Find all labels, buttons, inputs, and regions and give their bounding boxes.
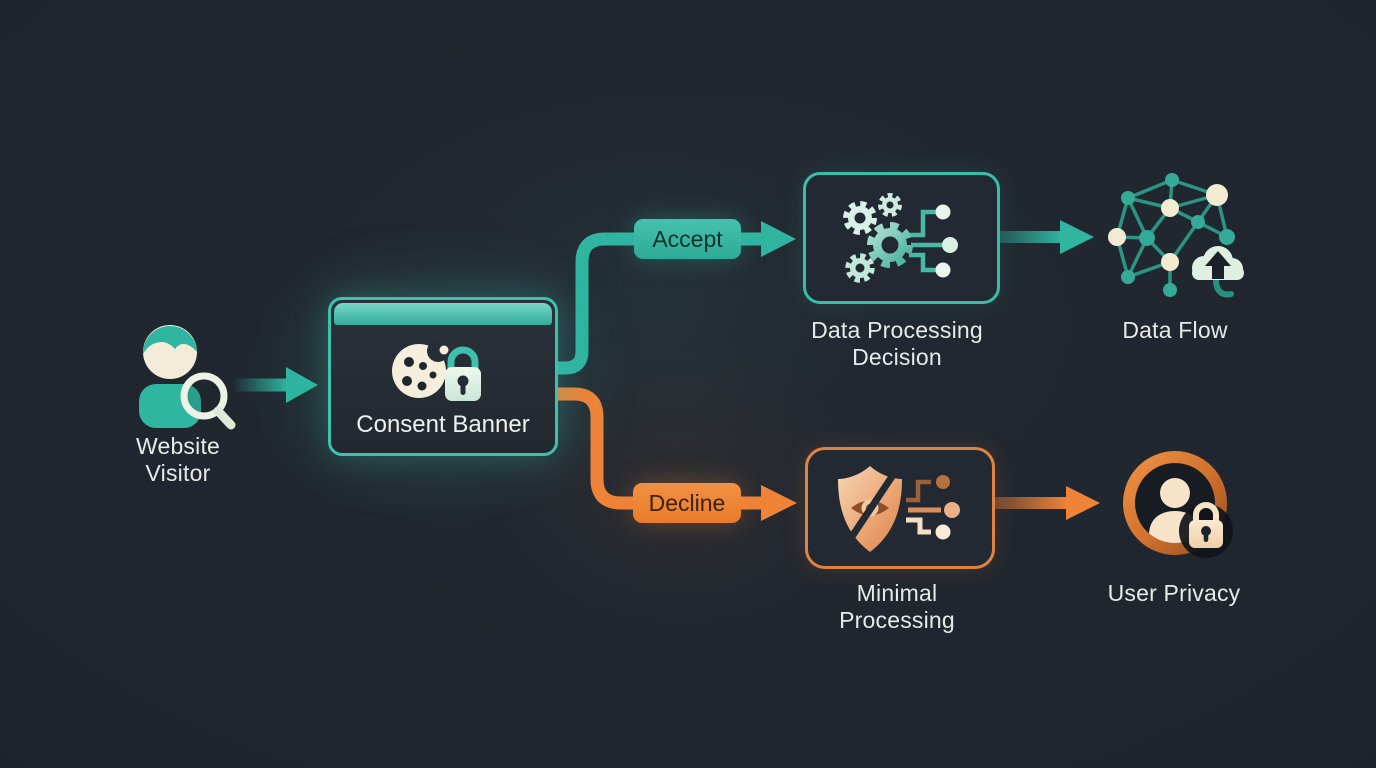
cloud-upload-glyph [1192,246,1244,298]
gears-circuit-icon [843,193,958,283]
accept-connector-line [552,221,796,375]
privacy-label: User Privacy [1107,580,1241,606]
user-lock-icon [1123,451,1233,558]
consent-banner-titlebar [334,303,552,325]
minimal-processing-node [805,447,995,569]
accept-edge-label: Accept [634,219,741,259]
visitor-label: Website Visitor [135,433,221,486]
consent-banner-node: Consent Banner [328,297,558,456]
visitor-to-consent-arrow [234,367,318,403]
network-cloud-upload-icon [1108,173,1244,298]
dataflow-label: Data Flow [1122,317,1228,343]
decline-connector-line [552,387,797,521]
shield-eye-off-icon [838,466,960,552]
minimal-label: Minimal Processing [839,580,955,633]
user-search-icon [139,325,236,430]
data-processing-decision-node [803,172,1000,304]
cookie-lock-icon [392,340,481,401]
decline-edge-label: Decline [633,483,741,523]
decision-label: Data Processing Decision [811,317,983,370]
minimal-to-privacy-arrow [990,486,1100,520]
consent-banner-label: Consent Banner [356,411,530,438]
decision-to-dataflow-arrow [993,220,1094,254]
